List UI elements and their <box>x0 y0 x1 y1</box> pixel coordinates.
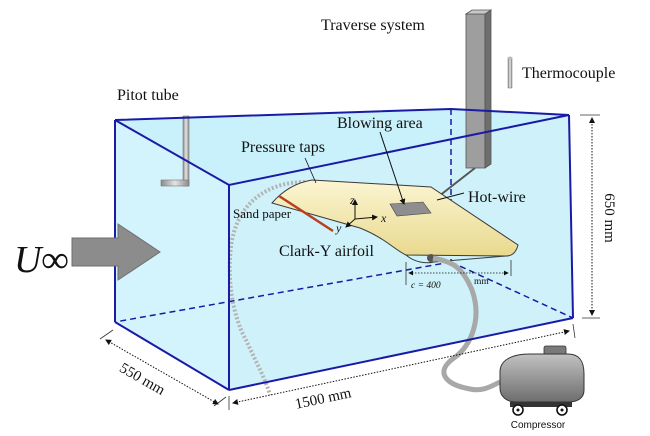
traverse-system-label: Traverse system <box>321 17 425 34</box>
hot-wire-label: Hot-wire <box>468 189 526 206</box>
tunnel-hidden-edge <box>114 261 452 323</box>
clark-y-airfoil <box>271 179 519 264</box>
blowing-area-patch <box>389 201 432 217</box>
pressure-taps-label: Pressure taps <box>241 139 325 156</box>
freestream-label: U∞ <box>14 239 69 281</box>
tunnel-top-face <box>115 109 569 185</box>
pitot-tube-label: Pitot tube <box>117 87 179 104</box>
sand-paper-label: Sand paper <box>233 206 292 221</box>
dimension-height: 650 mm <box>580 114 617 319</box>
pressure-taps-leader <box>304 157 317 184</box>
traverse-system-icon <box>427 9 493 205</box>
airfoil-label: Clark-Y airfoil <box>279 243 374 260</box>
blowing-area-leader <box>379 131 406 205</box>
freestream-arrow-icon <box>71 223 161 281</box>
tunnel-left-face <box>115 120 229 390</box>
width-dimension-label: 550 mm <box>117 360 168 399</box>
compressor-icon <box>499 345 585 416</box>
axis-y-label: y <box>335 221 342 235</box>
coordinate-axes: x z y <box>335 193 387 235</box>
chord-label: c = 400 <box>411 281 441 291</box>
hot-wire-leader <box>436 192 465 201</box>
axis-z-label: z <box>349 193 355 207</box>
length-dimension-label: 1500 mm <box>294 385 353 413</box>
axis-x-label: x <box>380 211 387 225</box>
thermocouple-label: Thermocouple <box>522 65 615 82</box>
chord-unit-label: mm <box>474 277 489 287</box>
sand-paper-strip <box>278 194 334 233</box>
dimension-chord: c = 400 mm <box>405 260 512 291</box>
pitot-tube-icon <box>160 115 190 187</box>
blowing-area-label: Blowing area <box>337 115 423 132</box>
compressor-label: Compressor <box>511 420 566 431</box>
height-dimension-label: 650 mm <box>601 193 617 243</box>
thermocouple-icon <box>507 56 513 89</box>
